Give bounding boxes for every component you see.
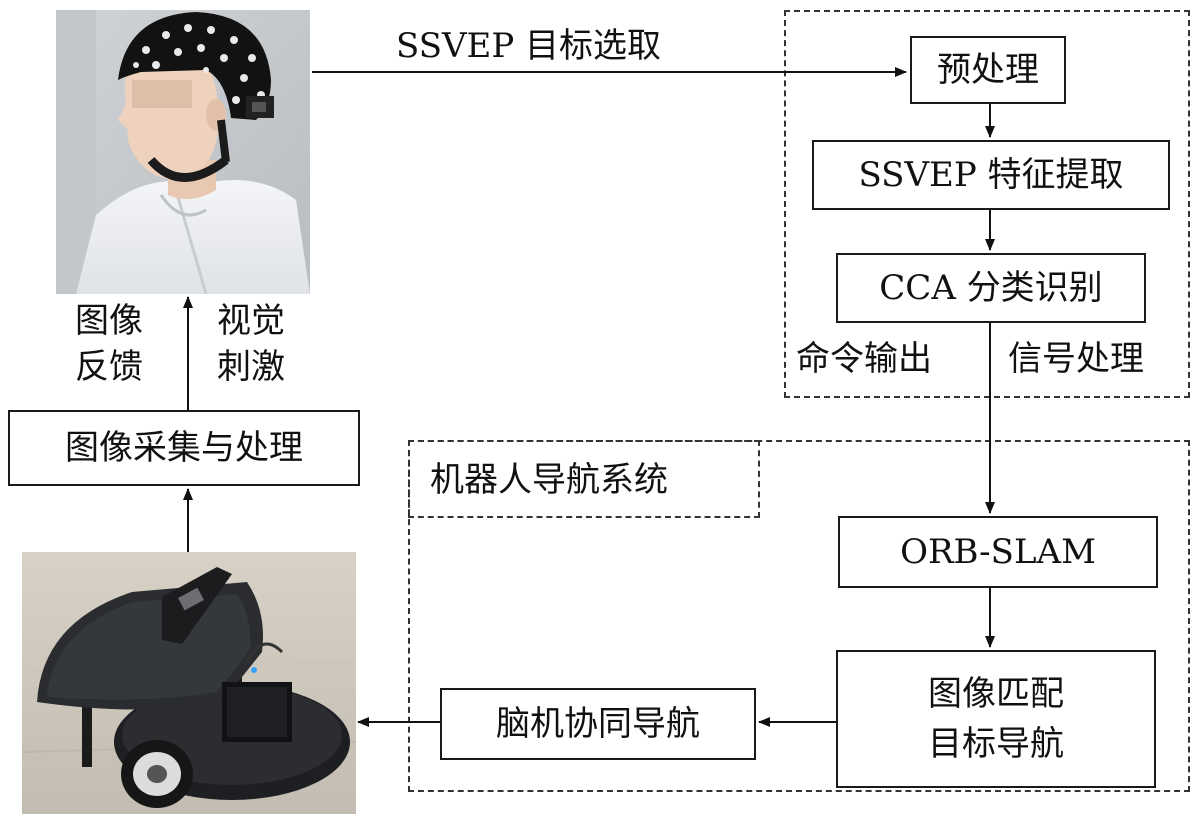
image-feedback-label: 图像 反馈	[75, 301, 143, 387]
orb-slam-label: ORB-SLAM	[900, 531, 1096, 572]
signal-processing-label: 信号处理	[1008, 339, 1144, 379]
signal-processing-group	[784, 10, 1190, 398]
navigation-system-group	[408, 440, 1190, 792]
feature-extraction-label: SSVEP 特征提取	[858, 154, 1124, 195]
ssvep-target-selection-label: SSVEP 目标选取	[396, 26, 662, 66]
preprocess-label: 预处理	[937, 49, 1039, 90]
navigation-system-title: 机器人导航系统	[430, 460, 668, 500]
cooperative-navigation-box: 脑机协同导航	[440, 688, 756, 760]
image-acquisition-box: 图像采集与处理	[8, 410, 360, 486]
mobile-robot-photo	[22, 552, 356, 814]
navigation-system-title-box	[408, 440, 760, 518]
visual-stimulus-label: 视觉 刺激	[217, 301, 285, 387]
preprocess-box: 预处理	[910, 36, 1066, 104]
target-navigation-label: 目标导航	[928, 724, 1064, 764]
image-matching-box: 图像匹配 目标导航	[836, 650, 1156, 788]
cooperative-navigation-label: 脑机协同导航	[496, 703, 700, 744]
image-acquisition-label: 图像采集与处理	[65, 427, 303, 468]
classification-label: CCA 分类识别	[879, 267, 1103, 308]
feature-extraction-box: SSVEP 特征提取	[812, 140, 1170, 210]
command-output-label: 命令输出	[796, 339, 932, 379]
eeg-subject-photo	[56, 10, 310, 294]
classification-box: CCA 分类识别	[836, 253, 1146, 323]
image-matching-label: 图像匹配	[928, 674, 1064, 714]
orb-slam-box: ORB-SLAM	[838, 516, 1158, 588]
